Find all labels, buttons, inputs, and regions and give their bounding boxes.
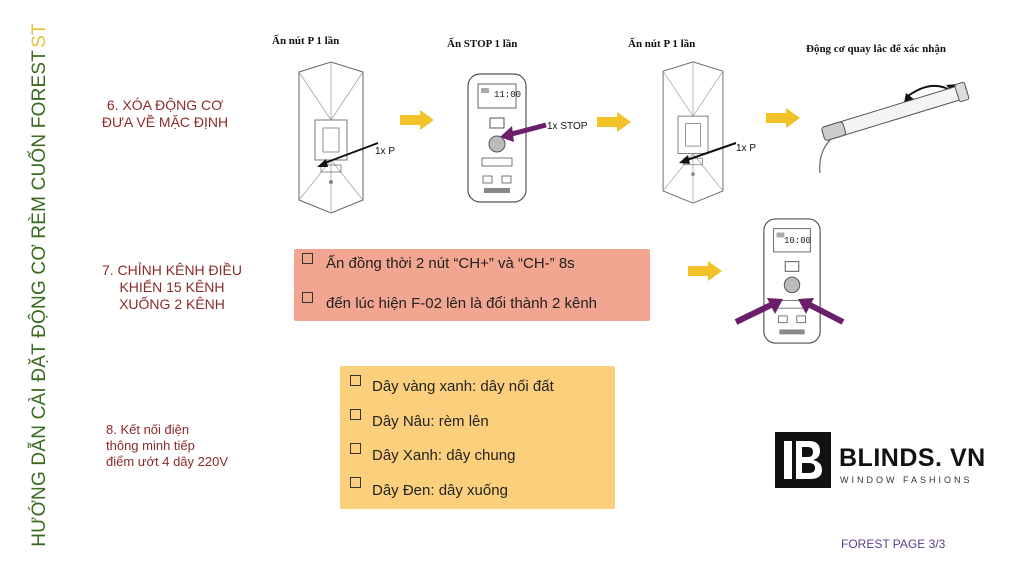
purple-arrow-stop [500,122,547,142]
annotation-1x-stop: 1x STOP [547,121,588,132]
arrow-p-2 [679,142,737,164]
checkbox-bullet-icon [302,253,313,264]
step8-line2: thông minh tiếp [106,438,195,453]
remote-2-display: 10:00 [784,236,812,246]
checkbox-bullet-icon [350,443,361,454]
wire-item-1: Dây vàng xanh: dây nối đất [372,378,554,395]
step7-item-1: Ấn đồng thời 2 nút “CH+” và “CH-” 8s [326,255,575,272]
blinds-logo-icon [775,432,831,488]
caption-press-p-2: Ấn nút P 1 lần [628,38,696,50]
vertical-title-main: HƯỚNG DẪN CÀI ĐẶT ĐỘNG CƠ RÈM CUỐN FORES… [29,49,50,547]
motor-tube-icon [819,81,970,174]
yellow-arrow-2 [597,112,631,132]
wire-item-2: Dây Nâu: rèm lên [372,413,489,430]
purple-arrow-ch-plus [798,298,845,325]
annotation-1x-p-1: 1x P [375,146,396,157]
wire-item-4: Dây Đen: dây xuống [372,482,508,499]
logo-subtitle: WINDOW FASHIONS [840,475,973,485]
caption-motor-confirm: Động cơ quay lắc để xác nhận [806,43,946,55]
logo-text: BLINDS. VN [839,444,986,472]
step8-line1: 8. Kết nối điện [106,422,190,437]
vertical-title-accent: ST [29,23,50,48]
caption-press-stop: Ấn STOP 1 lần [447,38,518,50]
step7-label: 7. CHỈNH KÊNH ĐIỀU KHIỂN 15 KÊNH XUỐNG 2… [92,262,252,313]
purple-arrow-ch-minus [734,298,783,325]
yellow-arrow-1 [400,110,434,130]
arrow-p-1 [317,142,379,167]
wall-switch-1 [298,61,364,214]
step7-instruction-box: Ấn đồng thời 2 nút “CH+” và “CH-” 8s đến… [294,249,650,321]
step6-label: 6. XÓA ĐỘNG CƠ ĐƯA VỀ MẶC ĐỊNH [100,97,230,131]
step8-wiring-box: Dây vàng xanh: dây nối đất Dây Nâu: rèm … [340,366,615,509]
caption-press-p-1: Ấn nút P 1 lần [272,35,340,47]
wire-item-3: Dây Xanh: dây chung [372,447,516,464]
remote-1-display: 11:00 [494,90,522,100]
checkbox-bullet-icon [302,292,313,303]
remote-1 [467,73,527,203]
annotation-1x-p-2: 1x P [736,143,757,154]
wall-switch-2 [662,61,724,204]
step6-line1: 6. XÓA ĐỘNG CƠ [106,97,224,113]
step7-line2: KHIỂN 15 KÊNH [119,279,225,295]
vertical-title: HƯỚNG DẪN CÀI ĐẶT ĐỘNG CƠ RÈM CUỐN FORES… [20,20,60,550]
step7-line1: 7. CHỈNH KÊNH ĐIỀU [101,262,243,278]
step8-line3: điểm ướt 4 dây 220V [106,454,229,469]
checkbox-bullet-icon [350,375,361,386]
yellow-arrow-4 [688,261,722,281]
checkbox-bullet-icon [350,477,361,488]
step7-item-2: đến lúc hiện F-02 lên là đổi thành 2 kên… [326,295,598,312]
yellow-arrow-3 [766,108,800,128]
footer-page-indicator: FOREST PAGE 3/3 [841,537,946,551]
step6-line2: ĐƯA VỀ MẶC ĐỊNH [101,114,229,130]
step7-line3: XUỐNG 2 KÊNH [119,296,225,312]
step8-label: 8. Kết nối điện thông minh tiếp điểm ướt… [106,422,276,470]
checkbox-bullet-icon [350,409,361,420]
